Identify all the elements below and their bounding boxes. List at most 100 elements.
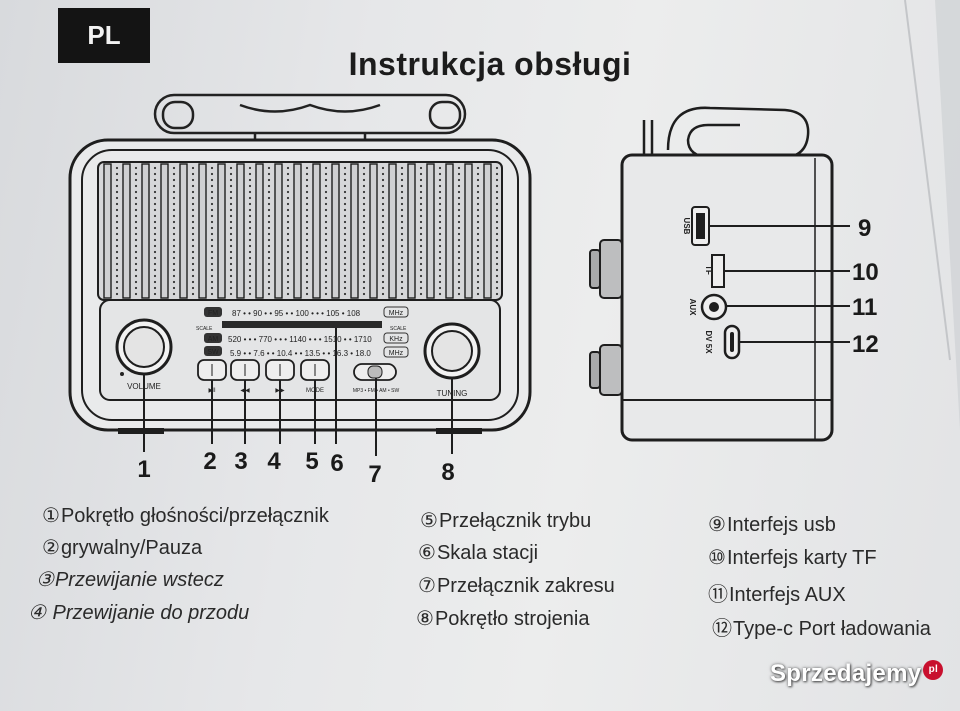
grille-dot <box>286 166 290 170</box>
grille-dot <box>343 244 347 248</box>
grille-dot <box>400 202 404 206</box>
grille-dot <box>362 292 366 296</box>
grille-dot <box>153 196 157 200</box>
grille-dot <box>210 268 214 272</box>
grille-dot <box>210 262 214 266</box>
grille-dot <box>419 244 423 248</box>
grille-dot <box>191 274 195 278</box>
grille-dot <box>400 196 404 200</box>
grille-dot <box>191 262 195 266</box>
legend-item-9: ⑨Interfejs usb <box>708 514 836 536</box>
grille-dot <box>305 196 309 200</box>
grille-dot <box>172 232 176 236</box>
grille-dot <box>267 196 271 200</box>
grille-dot <box>381 208 385 212</box>
grille-bar <box>274 163 283 299</box>
grille-dot <box>153 226 157 230</box>
grille-dot <box>495 178 499 182</box>
grille-dot <box>438 202 442 206</box>
grille-dot <box>305 280 309 284</box>
sw-scale-values: 5.9 • • 7.6 • • 10.4 • • 13.5 • • 16.3 •… <box>230 349 371 358</box>
grille-dot <box>381 280 385 284</box>
grille-dot <box>153 292 157 296</box>
grille-dot <box>438 274 442 278</box>
grille-dot <box>381 256 385 260</box>
grille-dot <box>115 256 119 260</box>
grille-dot <box>134 226 138 230</box>
grille-dot <box>381 172 385 176</box>
grille-dot <box>134 220 138 224</box>
grille-dot <box>134 280 138 284</box>
grille-dot <box>286 220 290 224</box>
grille-dot <box>438 292 442 296</box>
grille-dot <box>400 184 404 188</box>
grille-dot <box>210 184 214 188</box>
grille-dot <box>134 268 138 272</box>
usb-label: USB <box>682 218 691 235</box>
grille-dot <box>191 250 195 254</box>
grille-dot <box>495 166 499 170</box>
grille-dot <box>362 196 366 200</box>
grille-dot <box>457 268 461 272</box>
grille-dot <box>324 250 328 254</box>
grille-dot <box>191 172 195 176</box>
grille-bar <box>236 163 245 299</box>
grille-dot <box>362 202 366 206</box>
grille-dot <box>248 190 252 194</box>
grille-dot <box>457 166 461 170</box>
grille-dot <box>172 262 176 266</box>
grille-dot <box>457 214 461 218</box>
grille-dot <box>419 232 423 236</box>
grille-dot <box>324 232 328 236</box>
callout-2: 2 <box>203 448 216 475</box>
grille-dot <box>381 268 385 272</box>
grille-dot <box>457 238 461 242</box>
carry-handle <box>153 93 467 148</box>
grille-dot <box>419 250 423 254</box>
grille-dot <box>115 232 119 236</box>
grille-dot <box>400 274 404 278</box>
grille-dot <box>343 250 347 254</box>
grille-dot <box>495 274 499 278</box>
grille-dot <box>381 238 385 242</box>
grille-dot <box>115 274 119 278</box>
grille-dot <box>172 196 176 200</box>
grille-dot <box>305 292 309 296</box>
grille-dot <box>229 184 233 188</box>
grille-dot <box>457 244 461 248</box>
grille-dot <box>305 286 309 290</box>
grille-dot <box>267 286 271 290</box>
grille-dot <box>229 238 233 242</box>
grille-dot <box>172 226 176 230</box>
grille-bar <box>445 163 454 299</box>
grille-dot <box>115 226 119 230</box>
grille-dot <box>210 178 214 182</box>
grille-dot <box>419 292 423 296</box>
grille-dot <box>229 274 233 278</box>
grille-dot <box>324 292 328 296</box>
grille-dot <box>305 244 309 248</box>
grille-dot <box>419 214 423 218</box>
grille-dot <box>153 286 157 290</box>
grille-dot <box>305 274 309 278</box>
grille-dot <box>419 262 423 266</box>
grille-dot <box>400 238 404 242</box>
grille-dot <box>400 172 404 176</box>
grille-dot <box>115 238 119 242</box>
grille-dot <box>286 286 290 290</box>
grille-dot <box>267 220 271 224</box>
grille-dot <box>438 178 442 182</box>
grille-dot <box>343 178 347 182</box>
grille-dot <box>343 292 347 296</box>
grille-dot <box>134 166 138 170</box>
grille-dot <box>343 196 347 200</box>
grille-dot <box>134 214 138 218</box>
grille-dot <box>324 226 328 230</box>
grille-dot <box>210 280 214 284</box>
grille-dot <box>324 220 328 224</box>
grille-dot <box>115 190 119 194</box>
grille-dot <box>210 190 214 194</box>
sw-unit: MHz <box>389 350 404 357</box>
grille-dot <box>248 250 252 254</box>
grille-dot <box>153 232 157 236</box>
